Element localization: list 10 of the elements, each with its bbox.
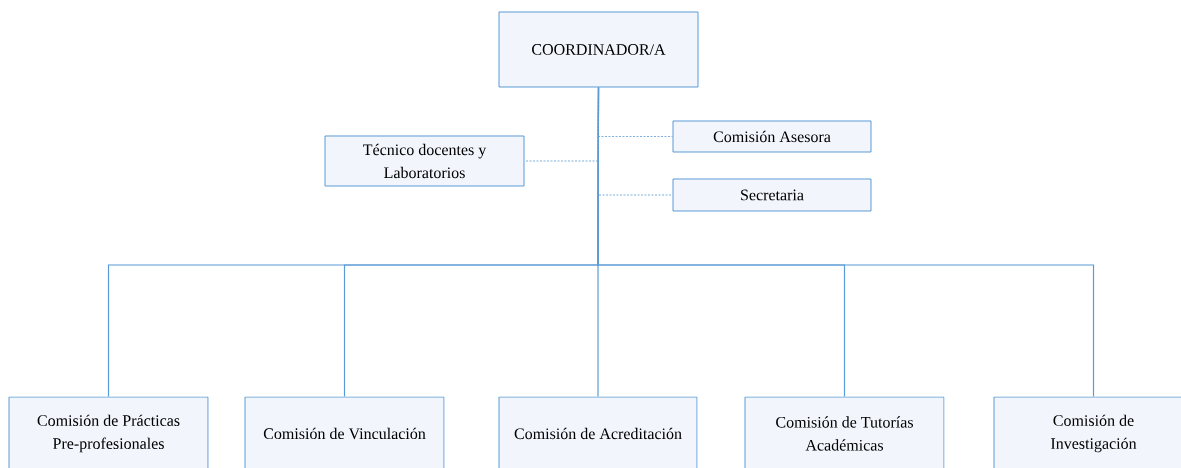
connector-line xyxy=(597,86,1095,398)
org-box: Comisión de Investigación xyxy=(993,396,1181,468)
org-box: Comisión de Tutorías Académicas xyxy=(744,396,945,468)
org-box: Comisión de Prácticas Pre-profesionales xyxy=(8,396,209,468)
org-box: Secretaria xyxy=(672,178,872,212)
org-box: COORDINADOR/A xyxy=(498,11,699,88)
org-box: Comisión de Acreditación xyxy=(498,396,698,468)
org-box: Comisión de Vinculación xyxy=(244,396,445,468)
org-box: Técnico docentes y Laboratorios xyxy=(324,135,525,187)
org-box: Comisión Asesora xyxy=(672,120,872,153)
